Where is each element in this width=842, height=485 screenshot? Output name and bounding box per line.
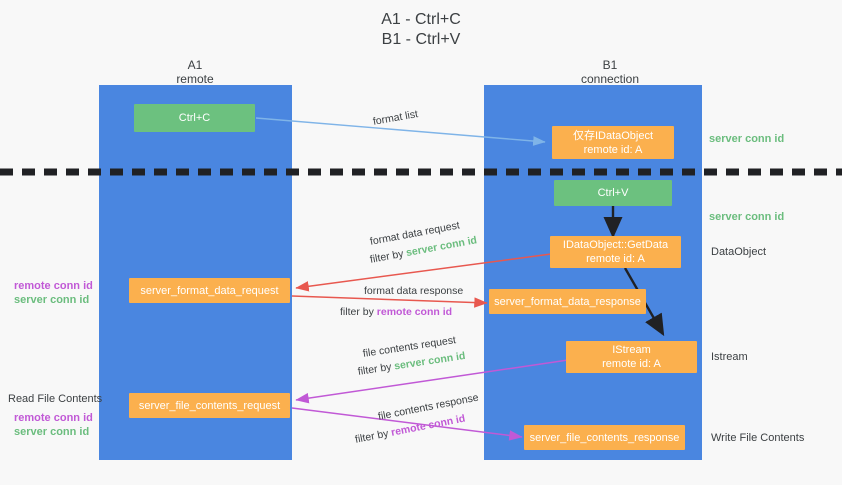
label-right-server-conn-top: server conn id [709, 133, 785, 145]
node-server-format-data-response[interactable]: server_format_data_response [489, 289, 646, 314]
node-ctrl-v[interactable]: Ctrl+V [554, 180, 672, 206]
title-line-2: B1 - Ctrl+V [381, 31, 461, 48]
arrow-format-list [255, 117, 546, 146]
node-ctrl-v-label: Ctrl+V [597, 187, 629, 199]
label-left-server-conn-1: server conn id [14, 294, 90, 306]
column-a1-name: A1 [187, 58, 203, 72]
node-server-format-data-response-label: server_format_data_response [494, 295, 641, 308]
arrow-format-data-request [295, 253, 552, 292]
node-ctrl-c[interactable]: Ctrl+C [134, 104, 255, 132]
label-left-server-conn-2: server conn id [14, 426, 90, 438]
column-b1-sub: connection [580, 72, 640, 86]
label-left-read-file-contents: Read File Contents [8, 393, 103, 405]
edge-label-format-response-filter: filter by remote conn id [340, 306, 452, 319]
label-left-remote-conn-1: remote conn id [14, 280, 93, 292]
edge-label-format-data-response-text: format data response [364, 285, 464, 297]
edge-label-format-data-response: format data response [364, 285, 463, 298]
filter-by-text-2: filter by [340, 306, 374, 318]
column-header-a1: A1 remote [130, 58, 260, 86]
node-istream-line1: IStream [612, 344, 651, 356]
node-idataobject-getdata[interactable]: IDataObject::GetData remote id: A [550, 236, 681, 268]
page-title: A1 - Ctrl+C B1 - Ctrl+V [0, 10, 842, 50]
node-istream-line2: remote id: A [602, 358, 661, 370]
label-right-server-conn-mid: server conn id [709, 211, 785, 223]
node-server-file-contents-request[interactable]: server_file_contents_request [129, 393, 290, 418]
column-b1-name: B1 [602, 58, 618, 72]
node-server-file-contents-response[interactable]: server_file_contents_response [524, 425, 685, 450]
title-line-1: A1 - Ctrl+C [381, 11, 461, 28]
node-idataobject-line2: remote id: A [583, 143, 643, 156]
column-header-b1: B1 connection [545, 58, 675, 86]
node-getdata-line1: IDataObject::GetData [562, 239, 669, 251]
node-server-file-contents-response-label: server_file_contents_response [529, 431, 680, 444]
node-getdata-line2: remote id: A [586, 253, 645, 265]
node-istream[interactable]: IStream remote id: A [566, 341, 697, 373]
node-idataobject-line1: 仅存IDataObject [572, 129, 654, 142]
node-server-format-data-request[interactable]: server_format_data_request [129, 278, 290, 303]
node-server-format-data-request-label: server_format_data_request [140, 284, 279, 297]
arrow-file-contents-request [295, 359, 569, 404]
label-right-dataobject: DataObject [711, 246, 767, 258]
label-right-write-file-contents: Write File Contents [711, 432, 805, 444]
node-idataobject[interactable]: 仅存IDataObject remote id: A [552, 126, 674, 159]
arrow-file-contents-response [291, 407, 523, 441]
label-right-istream: Istream [711, 351, 748, 363]
remote-conn-id-text-1: remote conn id [376, 306, 453, 318]
node-ctrl-c-label: Ctrl+C [178, 112, 211, 124]
node-server-file-contents-request-label: server_file_contents_request [138, 399, 281, 412]
label-left-remote-conn-2: remote conn id [14, 412, 93, 424]
column-a1-sub: remote [176, 72, 214, 86]
arrow-format-data-response [291, 295, 488, 308]
